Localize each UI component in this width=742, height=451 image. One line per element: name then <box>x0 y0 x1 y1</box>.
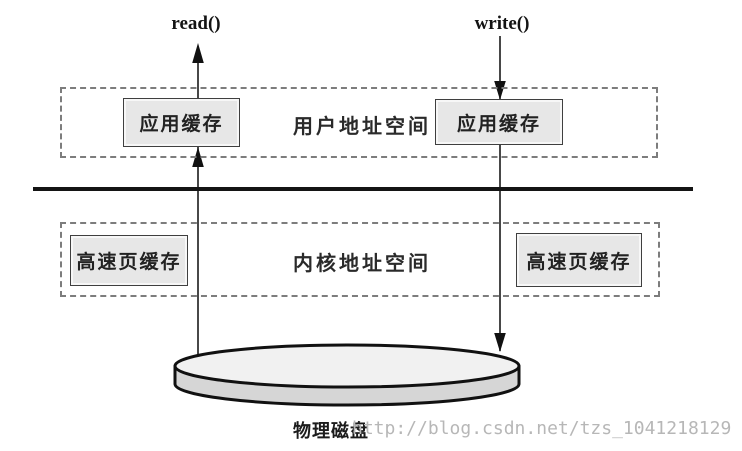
page-cache-box-write: 高速页缓存 <box>516 233 642 287</box>
app-cache-box-write: 应用缓存 <box>435 99 563 145</box>
blog-watermark: http://blog.csdn.net/tzs_1041218129 <box>352 418 732 439</box>
physical-disk-label: 物理磁盘 <box>293 421 369 441</box>
kernel-address-space-region <box>60 222 660 297</box>
kernel-address-space-title: 内核地址空间 <box>293 253 431 275</box>
user-kernel-divider-line <box>33 187 693 191</box>
read-syscall-label: read() <box>171 13 221 34</box>
disk-cylinder-top <box>173 343 521 389</box>
app-cache-box-read: 应用缓存 <box>123 98 240 147</box>
page-cache-box-read: 高速页缓存 <box>70 235 188 286</box>
read-arrowhead-top-icon <box>192 43 204 63</box>
write-arrowhead-into-app-cache-icon <box>494 81 506 100</box>
disk-cylinder-body-outline <box>173 364 521 407</box>
write-arrowhead-into-disk-icon <box>494 333 506 352</box>
write-syscall-label: write() <box>474 13 530 34</box>
user-address-space-region <box>60 87 658 158</box>
user-address-space-title: 用户地址空间 <box>293 116 431 138</box>
